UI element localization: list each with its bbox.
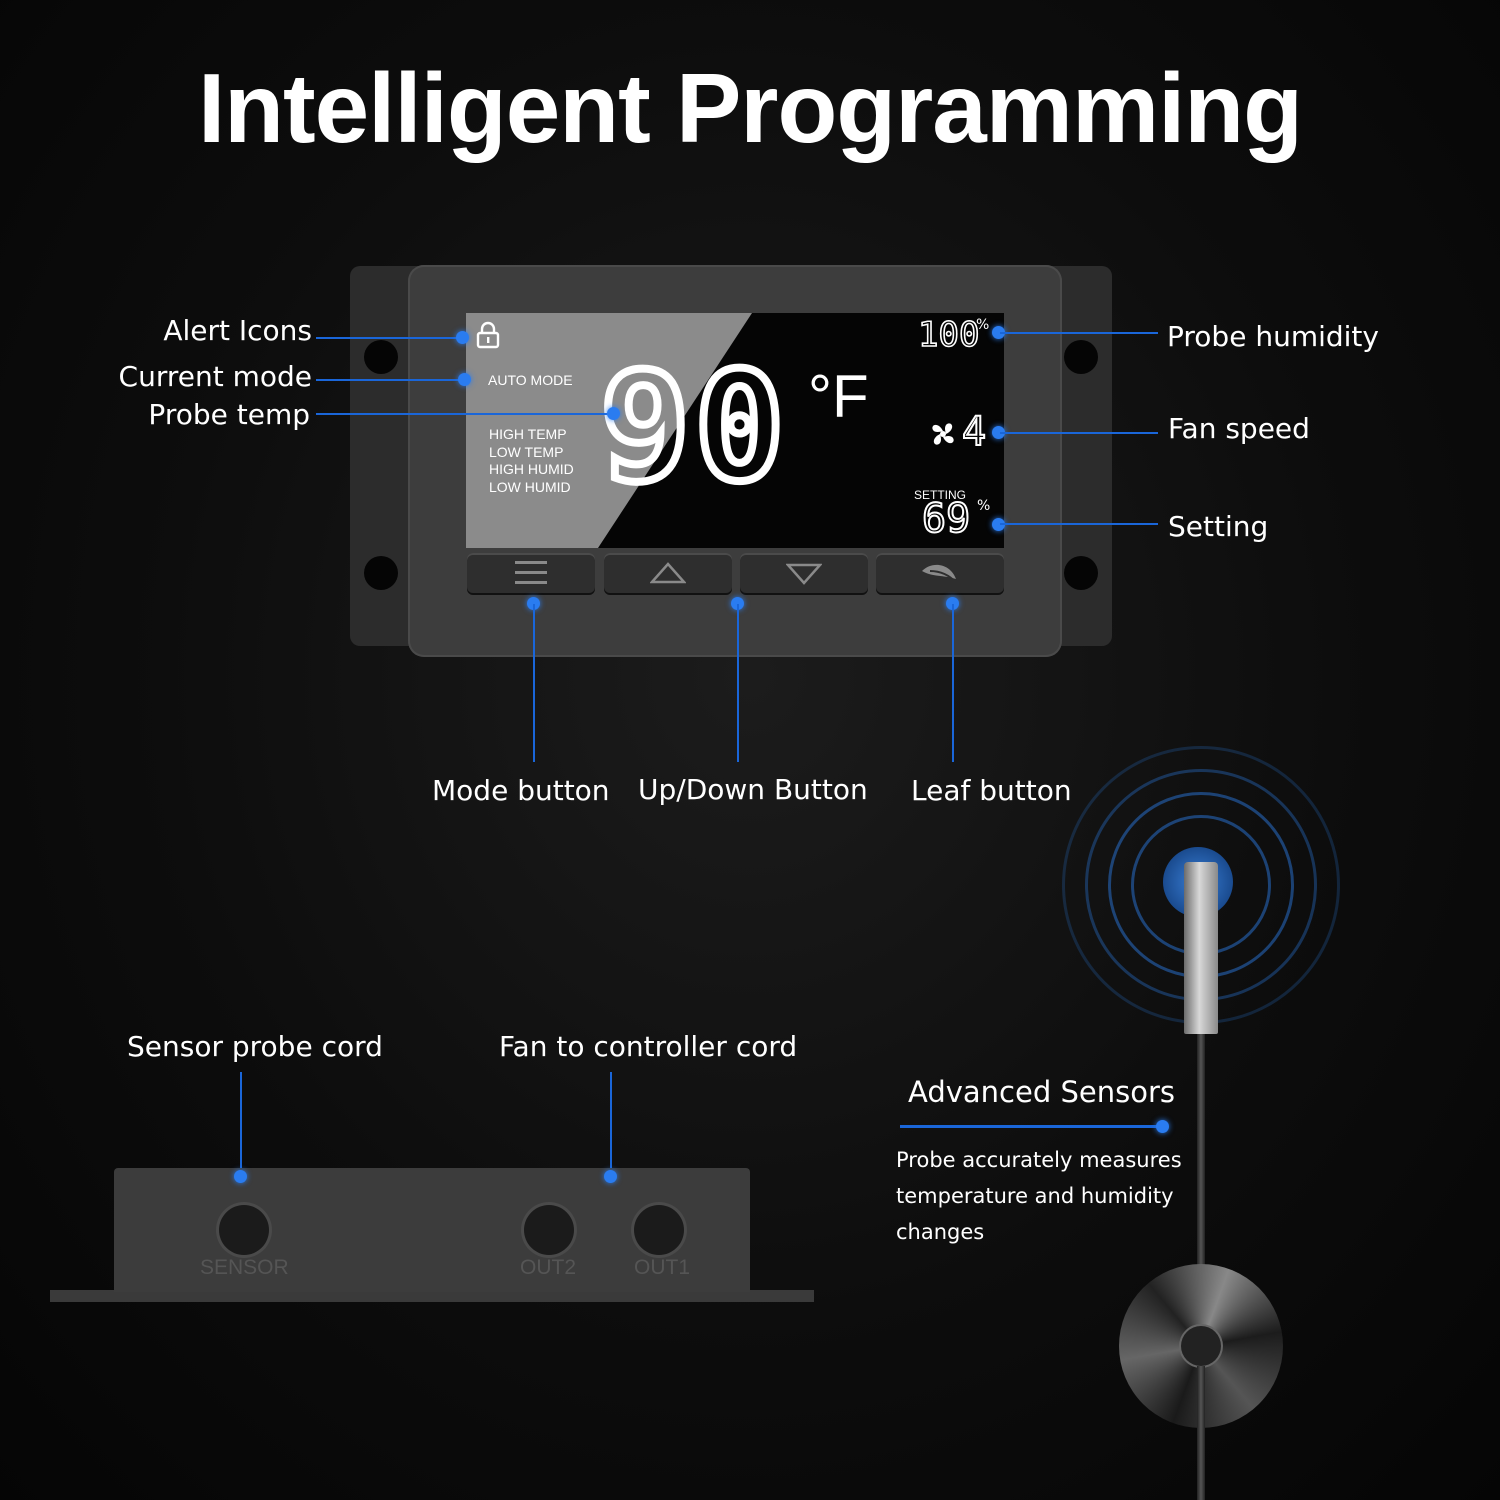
out2-port[interactable] [524,1205,574,1255]
alert-high-humid: HIGH HUMID [489,461,574,477]
fan-icon [926,417,960,455]
description-line: Probe accurately measures [896,1148,1182,1172]
setting-line [1000,523,1158,525]
port-mount-plate [50,1290,814,1302]
setting-label-callout: Setting [1168,510,1269,543]
sensor-probe [1184,862,1218,1034]
down-triangle-icon [785,562,823,590]
mode-button-dot [527,597,540,610]
up-triangle-icon [649,561,687,589]
advanced-sensors-line [900,1125,1162,1128]
alert-low-temp: LOW TEMP [489,443,564,460]
fan-cord-label: Fan to controller cord [499,1030,798,1063]
alert-icons-dot [456,331,469,344]
probe-humidity-dot [992,326,1005,339]
probe-cable-lower [1197,1366,1205,1500]
fan-speed-line [1000,432,1158,434]
mount-hole [364,340,398,374]
port-panel: SENSOR OUT2 OUT1 [114,1168,750,1292]
probe-temp-dot [607,407,620,420]
sensor-cord-dot [234,1170,247,1183]
out1-port[interactable] [634,1205,684,1255]
leaf-icon [920,561,960,591]
setting-label: SETTING [914,488,967,502]
advanced-sensors-description: Probe accurately measures temperature an… [896,1142,1182,1250]
fan-speed-readout: 4 [961,408,987,456]
mount-hole [1064,340,1098,374]
leaf-button-line [952,604,954,762]
alert-icons-label: Alert Icons [163,314,312,347]
up-down-button-dot [731,597,744,610]
mode-button-label: Mode button [432,774,610,807]
mode-button[interactable] [467,553,595,593]
leaf-button-label: Leaf button [911,774,1072,807]
humidity-readout: 100 [917,314,980,356]
current-mode-line [316,379,464,381]
setting-percent: % [977,498,991,514]
sensor-cord-label: Sensor probe cord [127,1030,383,1063]
mount-hole [364,556,398,590]
temperature-readout: 90 [596,341,789,515]
probe-temp-label: Probe temp [148,398,310,431]
sensor-cord-line [240,1072,242,1176]
probe-humidity-label: Probe humidity [1167,320,1379,353]
lcd-display: AUTO MODE HIGH TEMP LOW TEMP HIGH HUMID … [466,313,1004,548]
up-button[interactable] [604,553,732,593]
current-mode-label: Current mode [118,360,312,393]
up-down-button-line [737,604,739,762]
humidity-percent: % [976,317,990,333]
setting-readout: 69 [921,495,971,543]
leaf-button[interactable] [876,553,1004,593]
advanced-sensors-dot [1156,1120,1169,1133]
fan-speed-dot [992,426,1005,439]
mount-hole [1064,556,1098,590]
lock-icon [476,321,500,353]
down-button[interactable] [740,553,868,593]
current-mode-text: AUTO MODE [488,372,573,388]
alert-icons-line [316,337,464,339]
leaf-button-dot [946,597,959,610]
setting-dot [992,518,1005,531]
menu-icon [515,559,547,591]
fan-cord-dot [604,1170,617,1183]
alert-high-temp: HIGH TEMP [489,426,567,442]
fan-cord-line [610,1072,612,1176]
probe-temp-line [316,413,614,415]
probe-humidity-line [1000,332,1158,334]
up-down-button-label: Up/Down Button [638,773,868,806]
description-line: changes [896,1220,985,1244]
page-title: Intelligent Programming [197,53,1303,163]
sensor-port-label: SENSOR [200,1256,289,1279]
alert-list: HIGH TEMP LOW TEMP HIGH HUMID LOW HUMID [489,426,574,496]
alert-low-humid: LOW HUMID [489,478,571,495]
fan-speed-label: Fan speed [1168,412,1310,445]
probe-disc-center [1181,1326,1221,1366]
temp-unit: °F [808,363,869,430]
mode-button-line [533,604,535,762]
out2-port-label: OUT2 [520,1256,577,1279]
sensor-port[interactable] [219,1205,269,1255]
description-line: temperature and humidity [896,1184,1174,1208]
out1-port-label: OUT1 [634,1256,691,1279]
current-mode-dot [458,373,471,386]
advanced-sensors-heading: Advanced Sensors [908,1075,1175,1109]
